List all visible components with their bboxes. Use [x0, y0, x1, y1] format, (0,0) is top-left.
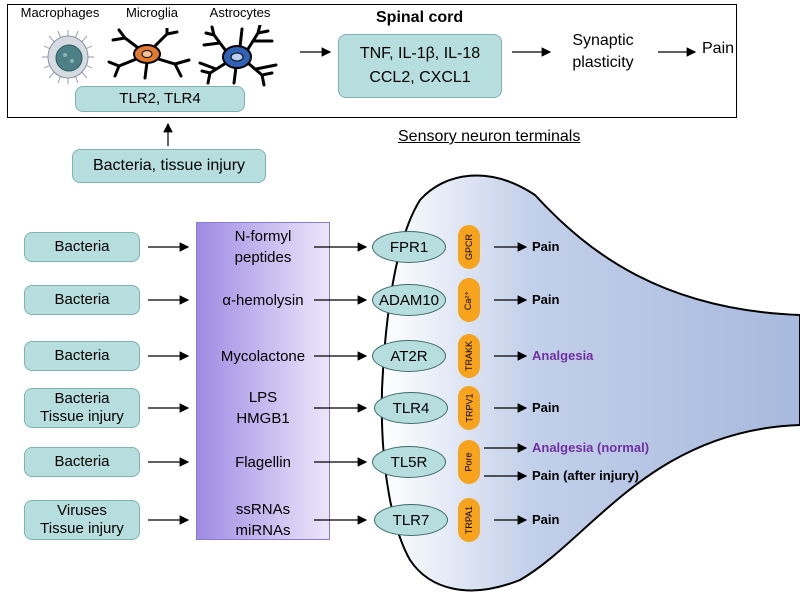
sensory-neuron-terminals-title: Sensory neuron terminals [398, 128, 581, 145]
ligand-label: ssRNAs miRNAs [193, 499, 333, 541]
synaptic-line-1: Synaptic [572, 32, 634, 49]
ligand-label: α-hemolysin [193, 290, 333, 311]
ligand-line: ssRNAs [235, 501, 291, 518]
source-box: Bacteria [24, 285, 140, 315]
ligand-line: α-hemolysin [222, 291, 304, 309]
cytokines-line-2: CCL2, CXCL1 [369, 69, 471, 86]
channel-pill: TRPV1 [458, 386, 480, 430]
microglia-icon [107, 28, 191, 80]
ligand-line: LPS [248, 389, 278, 406]
ligand-line: miRNAs [235, 522, 291, 539]
outcome-label: Pain [532, 239, 560, 254]
source-line: Tissue injury [40, 520, 124, 537]
receptor-ellipse: TL5R [372, 446, 446, 478]
ligand-label: LPS HMGB1 [193, 387, 333, 429]
ligand-line: Mycolactone [220, 347, 306, 365]
cell-label-astrocytes: Astrocytes [209, 5, 271, 20]
channel-pill: TRAKK [458, 334, 480, 378]
top-pain-label: Pain [702, 40, 735, 57]
channel-pill: Pore [458, 440, 480, 484]
outcome-label: Pain [532, 292, 560, 307]
ligand-line: peptides [234, 249, 292, 266]
receptor-ellipse: TLR7 [374, 504, 448, 536]
source-line: Tissue injury [40, 408, 124, 425]
trigger-box: Bacteria, tissue injury [72, 149, 266, 183]
receptor-ellipse: FPR1 [372, 231, 446, 263]
source-line: Bacteria [54, 347, 110, 364]
outcome-label: Analgesia (normal) [532, 440, 650, 455]
channel-pill: TRPA1 [458, 498, 480, 542]
cytokines-line-1: TNF, IL-1β, IL-18 [359, 45, 481, 62]
ligand-label: Flagellin [193, 452, 333, 473]
source-line: Bacteria [54, 291, 110, 308]
spinal-cord-title: Spinal cord [376, 9, 464, 26]
channel-pill: GPCR [458, 225, 480, 269]
outcome-label: Pain (after injury) [532, 468, 639, 483]
synaptic-plasticity-label: Synaptic plasticity [560, 30, 646, 74]
spinal-cord-panel [7, 4, 737, 118]
receptor-ellipse: ADAM10 [372, 284, 446, 316]
cell-label-macrophages: Macrophages [20, 5, 100, 20]
astrocyte-icon [198, 25, 278, 87]
source-line: Bacteria [54, 390, 110, 407]
source-line: Bacteria [54, 453, 110, 470]
outcome-label: Pain [532, 512, 560, 527]
outcome-label: Pain [532, 400, 560, 415]
source-line: Viruses [57, 502, 107, 519]
synaptic-line-2: plasticity [572, 54, 634, 71]
source-line: Bacteria [54, 238, 110, 255]
receptor-ellipse: TLR4 [374, 392, 448, 424]
macrophage-icon [42, 30, 94, 84]
ligand-line: HMGB1 [236, 410, 290, 427]
receptor-ellipse: AT2R [372, 340, 446, 372]
glia-receptors-box: TLR2, TLR4 [75, 86, 245, 112]
source-box: Bacteria [24, 232, 140, 262]
ligand-label: N-formyl peptides [193, 226, 333, 268]
ligand-line: Flagellin [235, 453, 291, 471]
source-box: Bacteria [24, 341, 140, 371]
channel-pill: Ca²⁺ [458, 278, 480, 322]
cell-label-microglia: Microglia [125, 5, 178, 20]
cytokines-box: TNF, IL-1β, IL-18 CCL2, CXCL1 [338, 34, 502, 98]
ligand-label: Mycolactone [193, 346, 333, 367]
outcome-label: Analgesia [532, 348, 594, 363]
source-box: Bacteria [24, 447, 140, 477]
ligand-panel [196, 222, 330, 540]
ligand-line: N-formyl [234, 228, 292, 245]
